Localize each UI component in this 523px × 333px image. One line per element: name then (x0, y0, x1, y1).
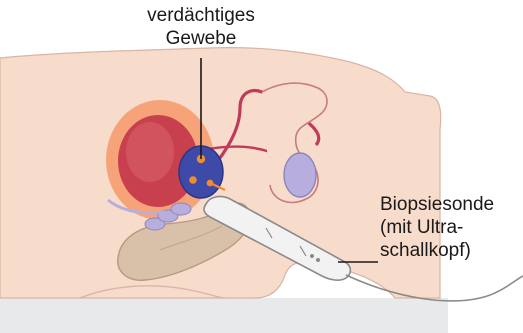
floor-band (0, 298, 448, 333)
probe-label: Biopsiesonde (mit Ultra- schallkopf) (380, 193, 494, 262)
probe-label-line: Biopsiesonde (380, 193, 494, 216)
probe-label-line: (mit Ultra- (380, 216, 494, 239)
tissue-label: verdächtiges Gewebe (0, 4, 402, 50)
tumor-spot (189, 176, 197, 184)
probe-label-line: schallkopf) (380, 239, 494, 262)
tissue-label-line: Gewebe (0, 27, 402, 50)
tissue-label-line: verdächtiges (0, 4, 402, 27)
testicle (284, 153, 316, 197)
